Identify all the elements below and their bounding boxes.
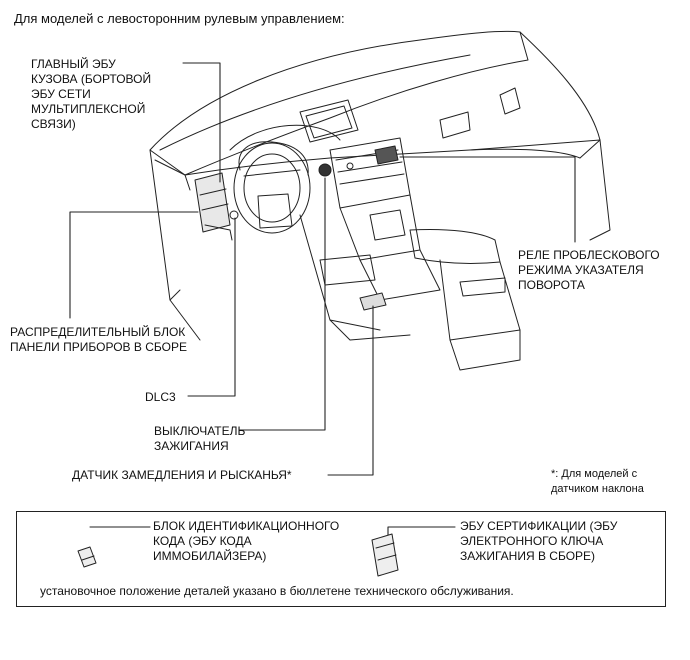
footnote: *: Для моделей с датчиком наклона <box>551 468 644 495</box>
leader-flasher-relay <box>399 156 576 243</box>
yaw-sensor-part <box>359 292 387 311</box>
leader-yaw-sensor <box>327 305 374 476</box>
certification-ecu-icon <box>371 533 399 577</box>
legend-note: установочное положение деталей указано в… <box>40 584 514 598</box>
callout-yaw-sensor: ДАТЧИК ЗАМЕДЛЕНИЯ И РЫСКАНЬЯ* <box>72 468 292 482</box>
steering-wheel <box>229 124 341 234</box>
body-ecu-part <box>194 172 239 241</box>
leader-lines <box>69 62 576 536</box>
center-console <box>299 214 521 371</box>
leader-certification <box>387 526 456 536</box>
legend-transponder-ecu: БЛОК ИДЕНТИФИКАЦИОННОГО КОДА (ЭБУ КОДА И… <box>153 519 340 563</box>
leader-junction-block <box>69 211 199 319</box>
legend-box <box>16 511 666 607</box>
leader-body-ecu <box>182 62 221 183</box>
callout-dlc3: DLC3 <box>145 390 176 404</box>
center-stack <box>299 99 441 301</box>
callout-body-ecu: ГЛАВНЫЙ ЭБУ КУЗОВА (БОРТОВОЙ ЭБУ СЕТИ МУ… <box>31 57 152 131</box>
legend-certification-ecu: ЭБУ СЕРТИФИКАЦИИ (ЭБУ ЭЛЕКТРОННОГО КЛЮЧА… <box>460 519 618 563</box>
leader-ignition-switch <box>239 177 326 431</box>
header-text: Для моделей с левосторонним рулевым упра… <box>14 11 345 26</box>
callout-flasher-relay: РЕЛЕ ПРОБЛЕСКОВОГО РЕЖИМА УКАЗАТЕЛЯ ПОВО… <box>518 248 660 292</box>
dashboard-outline <box>149 30 611 341</box>
leader-dlc3 <box>187 217 236 397</box>
callout-junction-block: РАСПРЕДЕЛИТЕЛЬНЫЙ БЛОК ПАНЕЛИ ПРИБОРОВ В… <box>10 325 187 354</box>
ignition-switch-part <box>318 163 332 177</box>
transponder-ecu-icon <box>77 546 97 568</box>
callout-ignition-switch: ВЫКЛЮЧАТЕЛЬ ЗАЖИГАНИЯ <box>154 424 246 453</box>
